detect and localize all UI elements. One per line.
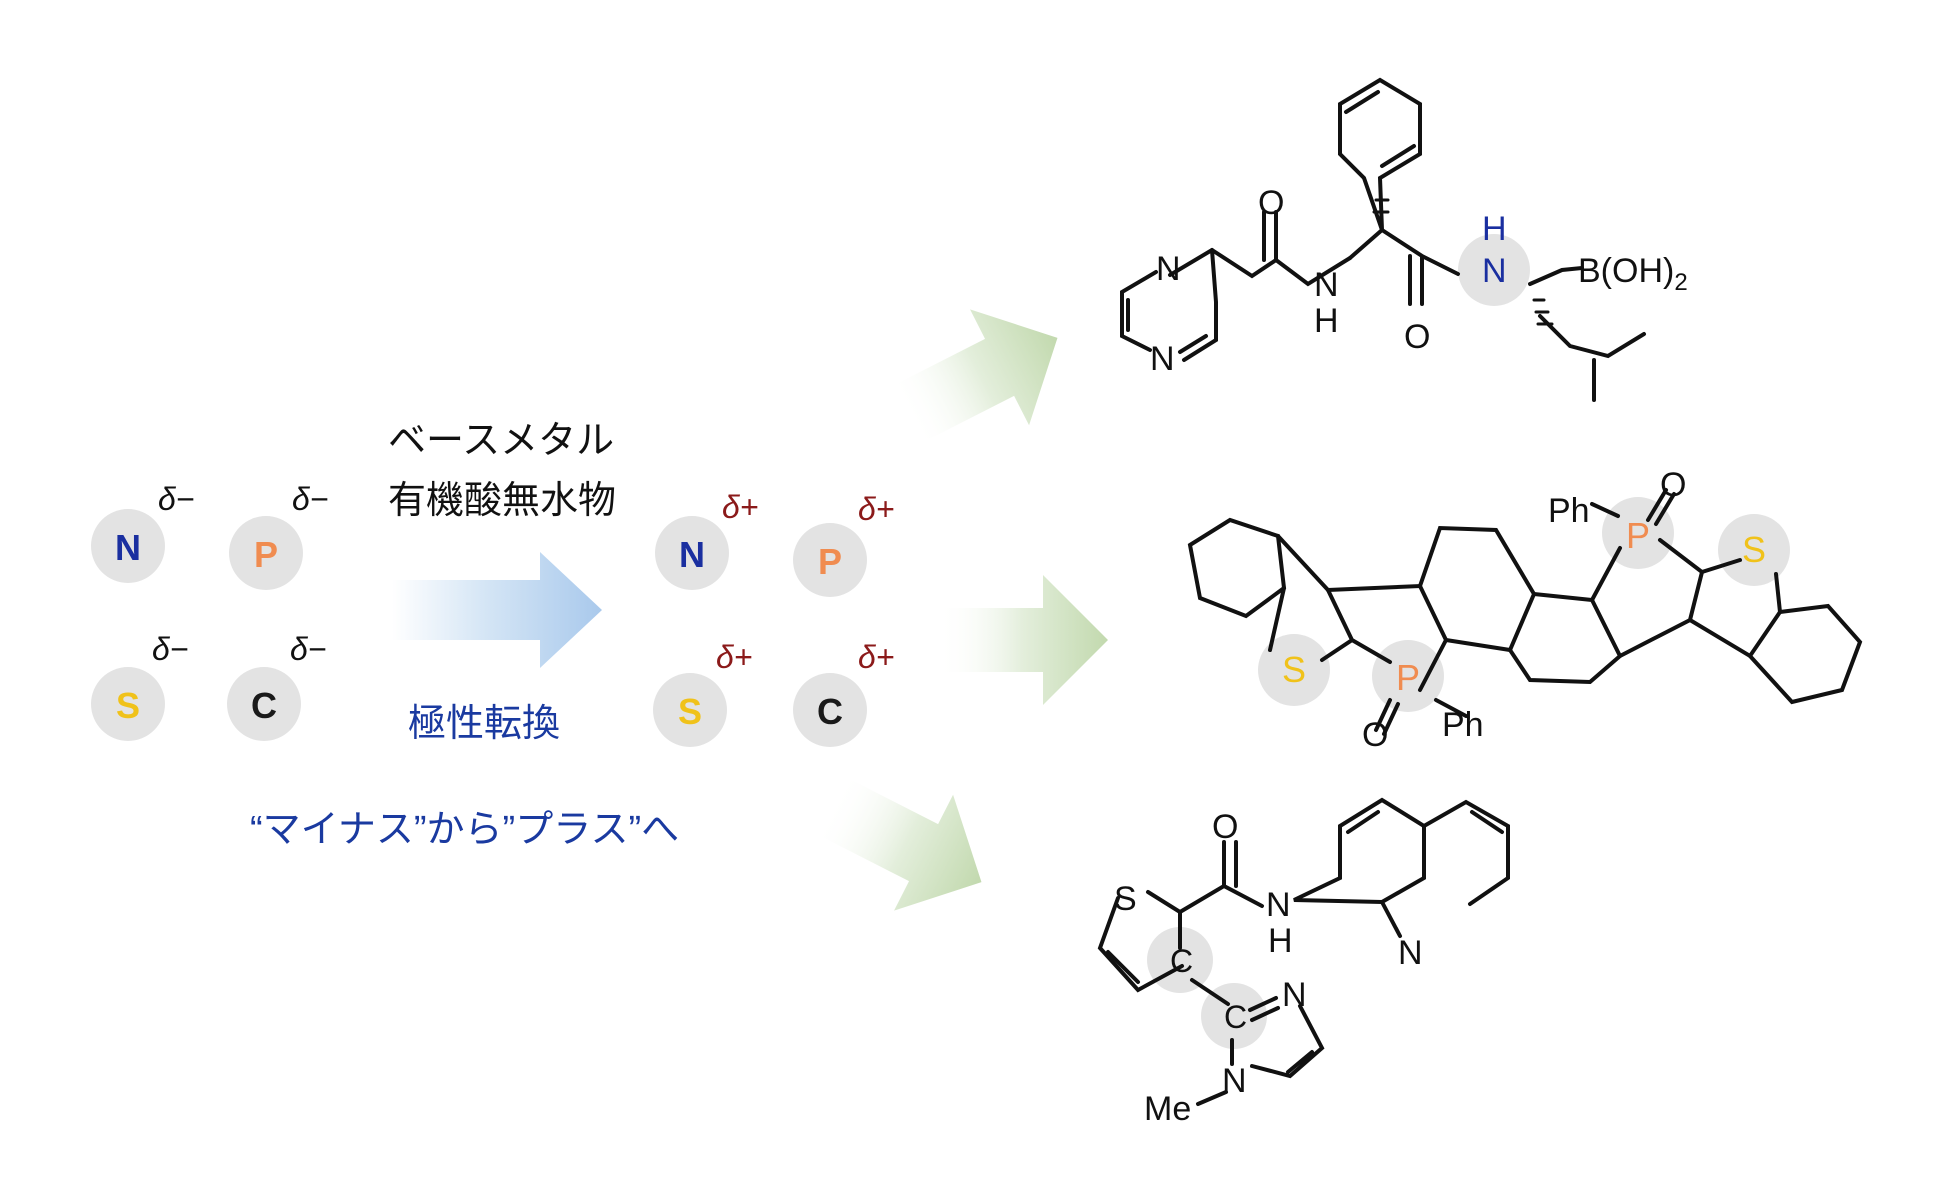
quinoline-extra-bonds (1346, 810, 1504, 938)
phosphole-p-right: P (1626, 515, 1650, 556)
amide-o: O (1212, 808, 1238, 846)
conditions-acid-anhydride: 有機酸無水物 (388, 480, 616, 522)
thiophene-c: C (1170, 943, 1193, 979)
phe-hash-bonds (1372, 198, 1390, 214)
arrow-to-thiophene-amide (815, 776, 982, 911)
n-methyl-bond (1196, 1090, 1228, 1106)
amide-h2: H (1482, 210, 1507, 248)
phosphole-s-left: S (1282, 649, 1306, 690)
carbon-circle-inverted (793, 673, 867, 747)
thiophene-s: S (1114, 880, 1137, 918)
imidazole-c: C (1224, 999, 1247, 1035)
delta-minus-s: δ− (152, 631, 188, 667)
carbonyl-o2: O (1404, 318, 1430, 356)
delta-minus-n: δ− (158, 481, 194, 517)
carbon-label-initial: C (251, 685, 277, 726)
pyrazine-bonds (1120, 248, 1218, 362)
amide-bonds (1178, 840, 1264, 914)
leucine-bonds (1528, 266, 1646, 402)
quinoline-benzo-ring (1293, 797, 1426, 905)
amide-n2: N (1482, 252, 1507, 290)
nitrogen-label-initial: N (115, 527, 141, 568)
right-benzo-ring (1748, 603, 1863, 705)
sulfur-circle-initial (91, 667, 165, 741)
thiophene-double-bond (1106, 950, 1140, 984)
right-phosphole-bonds (1590, 538, 1705, 658)
biaryl-bonds (1190, 978, 1280, 1022)
phenyl-double-bonds (1344, 90, 1416, 168)
phosphole-s-right: S (1742, 529, 1766, 570)
imidazole-n-top: N (1282, 976, 1307, 1014)
quinoline-pyridine-ring (1422, 799, 1510, 906)
left-thiophene-bonds (1268, 534, 1392, 664)
carbon-label-inverted: C (817, 691, 843, 732)
delta-minus-c: δ− (290, 631, 326, 667)
delta-plus-n: δ+ (722, 489, 758, 525)
central-ring-1 (1418, 525, 1537, 653)
product-phosphole-oxide (1187, 488, 1863, 736)
left-benzo-ring (1187, 517, 1287, 619)
boronic-acid-label: B(OH)2 (1578, 252, 1688, 296)
imidazole-ring-bonds (1230, 1004, 1325, 1079)
delta-plus-c: δ+ (858, 639, 894, 675)
nitrogen-circle-initial (91, 509, 165, 583)
amide-h1: H (1314, 302, 1339, 340)
phosphorus-label-inverted: P (818, 541, 842, 582)
minus-to-plus-caption: “マイナス”から”プラス”へ (250, 809, 679, 851)
phosphorus-circle-inverted (793, 523, 867, 597)
methyl-label: Me (1144, 1090, 1191, 1128)
amide-nh-n: N (1266, 886, 1291, 924)
polarity-inversion-arrow (392, 552, 602, 668)
sulfur-highlight-left (1258, 634, 1330, 706)
amide-nh-h: H (1268, 922, 1293, 960)
carbon-circle-initial (227, 667, 301, 741)
imidazole-n-methyl: N (1222, 1062, 1247, 1100)
phenyl-label-left: Ph (1442, 706, 1484, 744)
phenyl-ring-bonds (1338, 77, 1422, 231)
pyrazine-n2: N (1150, 340, 1175, 378)
inverted-atoms-group: N δ+ P δ+ S δ+ C δ+ (653, 489, 894, 747)
product-bortezomib (1120, 77, 1646, 402)
right-thiophene-bonds (1688, 558, 1783, 659)
pyrazine-n1: N (1156, 250, 1181, 288)
left-phosphole-bonds (1326, 583, 1449, 692)
arrow-to-bortezomib (891, 309, 1058, 444)
nitrogen-circle-inverted (655, 516, 729, 590)
sulfur-circle-inverted (653, 673, 727, 747)
carbonyl-o1: O (1258, 184, 1284, 222)
carbon-highlight-imidazole (1201, 983, 1267, 1049)
delta-plus-s: δ+ (716, 639, 752, 675)
phosphorus-label-initial: P (254, 534, 278, 575)
sulfur-label-initial: S (116, 685, 140, 726)
arrow-to-phosphole (938, 575, 1108, 705)
sulfur-highlight-right (1718, 514, 1790, 586)
phosphine-oxide-o-right: O (1660, 466, 1686, 504)
delta-plus-p: δ+ (858, 491, 894, 527)
nitrogen-label-inverted: N (679, 534, 705, 575)
product-thiophene-amide (1097, 797, 1510, 1106)
leucine-hash-bonds (1532, 298, 1554, 326)
phe-backbone-bonds (1348, 227, 1460, 306)
amide-nh-highlight (1458, 234, 1530, 306)
phosphorus-circle-initial (229, 516, 303, 590)
phosphine-oxide-o-left: O (1362, 716, 1388, 754)
phosphine-oxide-bonds (1374, 488, 1676, 736)
amide-n1: N (1314, 266, 1339, 304)
central-ring-2 (1508, 592, 1623, 685)
pyrazine-double-bonds (1126, 298, 1208, 354)
initial-atoms-group: N δ− P δ− S δ− C δ− (91, 481, 328, 741)
sulfur-label-inverted: S (678, 691, 702, 732)
phosphole-p-left: P (1396, 657, 1420, 698)
conditions-base-metal: ベースメタル (388, 420, 614, 462)
phenyl-label-right: Ph (1548, 492, 1590, 530)
quinoline-n: N (1398, 934, 1423, 972)
polarity-inversion-label: 極性転換 (408, 703, 560, 745)
phosphorus-highlight-left (1372, 640, 1444, 712)
delta-minus-p: δ− (292, 481, 328, 517)
pyrazine-carbonyl-bonds (1210, 210, 1352, 287)
